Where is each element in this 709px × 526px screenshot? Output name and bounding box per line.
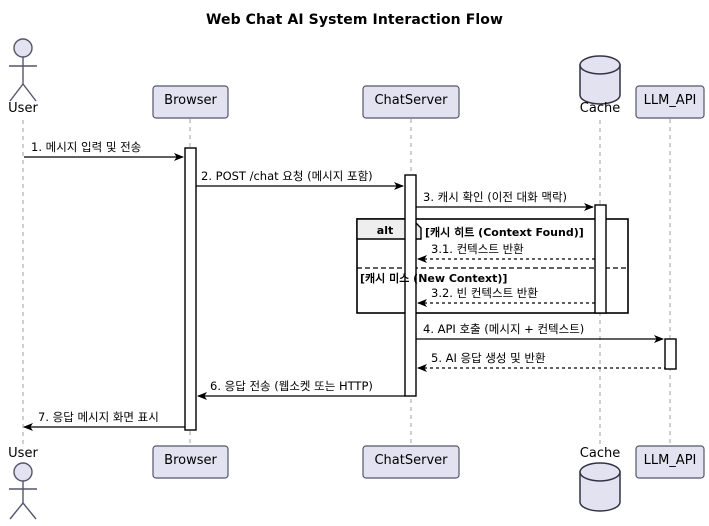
participant-label-llm_api-bottom: LLM_API bbox=[643, 453, 697, 468]
participant-label-browser-bottom: Browser bbox=[164, 453, 217, 468]
message-label-5: 5. AI 응답 생성 및 반환 bbox=[431, 351, 546, 365]
message-label-2: 2. POST /chat 요청 (메시지 포함) bbox=[201, 169, 373, 183]
message-label-4: 4. API 호출 (메시지 + 컨텍스트) bbox=[423, 322, 585, 336]
alt-condition-2: [캐시 미스 (New Context)] bbox=[360, 272, 508, 285]
message-label-1: 1. 메시지 입력 및 전송 bbox=[31, 140, 142, 154]
participant-label-llm_api-top: LLM_API bbox=[643, 93, 697, 108]
activation-browser bbox=[184, 147, 197, 431]
participant-label-cache-top: Cache bbox=[579, 101, 621, 116]
participant-box-llm_api-top bbox=[635, 85, 705, 119]
participant-label-browser-top: Browser bbox=[164, 93, 217, 108]
actor-user-bottom bbox=[9, 462, 37, 520]
activation-llm_api bbox=[664, 338, 677, 370]
activation-cache bbox=[594, 204, 607, 314]
participant-label-chatserver-bottom: ChatServer bbox=[374, 453, 448, 468]
alt-operator-label: alt bbox=[376, 224, 394, 237]
database-cache-bottom bbox=[579, 462, 621, 512]
participant-label-user-bottom: User bbox=[8, 446, 38, 461]
message-arrows bbox=[23, 153, 665, 431]
participant-label-cache-bottom: Cache bbox=[579, 446, 621, 461]
diagram-title: Web Chat AI System Interaction Flow bbox=[205, 12, 504, 28]
message-label-6: 6. 응답 전송 (웹소켓 또는 HTTP) bbox=[210, 379, 373, 393]
message-label-3-2: 3.2. 빈 컨텍스트 반환 bbox=[431, 286, 538, 300]
participant-label-user-top: User bbox=[8, 101, 38, 116]
message-label-3: 3. 캐시 확인 (이전 대화 맥락) bbox=[423, 190, 568, 204]
participant-box-browser-bottom bbox=[152, 445, 229, 479]
message-label-7: 7. 응답 메시지 화면 표시 bbox=[38, 410, 159, 424]
actor-user-top bbox=[9, 38, 37, 102]
participant-box-llm_api-bottom bbox=[635, 445, 705, 479]
participant-label-chatserver-top: ChatServer bbox=[374, 93, 448, 108]
message-label-3-1: 3.1. 컨텍스트 반환 bbox=[431, 242, 524, 256]
participant-box-chatserver-top bbox=[362, 85, 460, 119]
participant-box-browser-top bbox=[152, 85, 229, 119]
database-cache-top bbox=[579, 55, 621, 105]
activation-bars bbox=[184, 147, 677, 431]
alt-condition-1: [캐시 히트 (Context Found)] bbox=[425, 226, 584, 239]
activation-chatserver bbox=[404, 174, 417, 397]
participant-box-chatserver-bottom bbox=[362, 445, 460, 479]
